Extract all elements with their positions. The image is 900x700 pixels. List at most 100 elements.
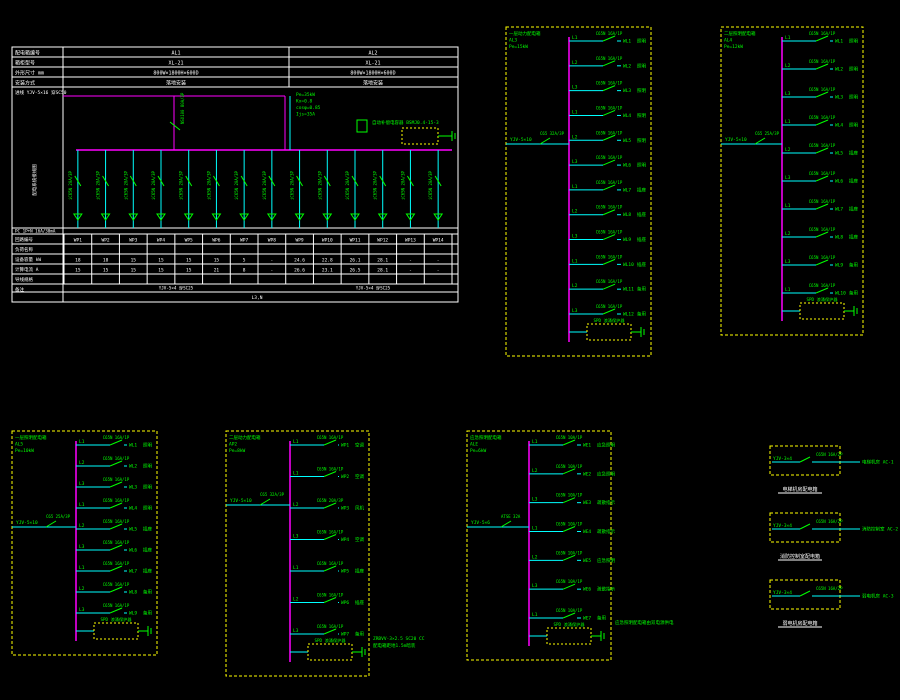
feeder-breaker: [562, 554, 576, 561]
circuit-code: WP5: [185, 238, 193, 244]
feeder-code: WP6: [341, 600, 349, 606]
feeder-breaker: [602, 35, 616, 42]
feeder-breaker: [602, 85, 616, 92]
feeder-destination: 插座: [849, 206, 858, 213]
feeder-code: WL7: [623, 187, 631, 193]
panel-title: 应急照明配电箱: [470, 434, 502, 441]
spd-label: SPD 浪涌保护器: [806, 296, 838, 303]
panel-frame: [505, 26, 652, 357]
feeder-destination: 插座: [637, 186, 646, 193]
capacity-value: -: [409, 259, 412, 264]
feeder-destination: 备用: [143, 610, 152, 617]
feeder-phase: L1: [785, 203, 791, 209]
circuit-code: WP10: [322, 238, 333, 244]
feeder-phase: L3: [79, 481, 85, 487]
spd-box: [307, 643, 353, 661]
feeder-breaker: [602, 184, 616, 191]
current-value: 8: [243, 268, 246, 274]
feeder-code: WL4: [129, 506, 137, 512]
panel-incoming-label: YJV-5×10: [725, 137, 747, 143]
feeder-destination: 备用: [849, 290, 858, 297]
load-arrow: [405, 213, 416, 221]
feeder-breaker-label: iC65N 20A/3P: [123, 171, 128, 200]
panel-incoming-label: YJV-5×6: [471, 520, 490, 526]
feeder-destination: 照明: [849, 95, 858, 101]
table-frame: [11, 46, 459, 303]
feeder-destination: 照明: [849, 123, 858, 129]
feeder-device-label: C65N 16A/1P: [103, 477, 130, 482]
feeder-breaker-label: iC65N 20A/3P: [345, 171, 350, 200]
feeder-breaker-label: iC65N 20A/3P: [151, 171, 156, 200]
feeder-phase: L3: [572, 85, 578, 91]
feeder-destination: 应急照明: [597, 470, 615, 477]
panel-frame: [11, 430, 158, 656]
table-header-label: 外形尺寸 mm: [15, 70, 44, 77]
feeder-device-label: C65N 16A/1P: [317, 593, 344, 598]
current-value: 28.1: [377, 268, 388, 274]
feeder-breaker: [602, 308, 616, 315]
panel-title: ALE: [470, 442, 478, 448]
feeder-code: WL4: [835, 123, 843, 129]
feeder-breaker: [602, 209, 616, 216]
feeder-code: WL6: [835, 179, 843, 185]
current-value: -: [437, 269, 440, 274]
load-arrow: [377, 213, 388, 221]
panel-title: AL3: [509, 38, 517, 44]
cable-row-a: YJV-5×4 穿SC25: [159, 285, 194, 292]
feeder-device-label: C65N 16A/1P: [103, 519, 130, 524]
feeder-destination: 插座: [355, 599, 364, 606]
feeder-phase: L1: [572, 109, 578, 115]
spd-box: [799, 302, 845, 320]
box-breaker: [799, 523, 811, 530]
feeder-code: WL11: [623, 287, 634, 293]
feeder-destination: 空调: [355, 442, 364, 449]
feeder-device-label: C65N 16A/1P: [596, 180, 623, 185]
feeder-breaker: [815, 91, 829, 98]
row-label: 计算电流 A: [15, 266, 39, 273]
circuit-code: WP7: [240, 238, 248, 244]
current-value: 15: [186, 268, 192, 274]
feeder-breaker: [323, 175, 331, 187]
feeder-destination: 备用: [637, 286, 646, 293]
feeder-phase: L2: [572, 209, 578, 215]
feeder-breaker: [109, 439, 123, 446]
feeder-device-label: C65N 16A/1P: [596, 230, 623, 235]
feeder-breaker: [109, 544, 123, 551]
feeder-phase: L1: [785, 35, 791, 41]
load-arrow: [350, 213, 360, 221]
current-value: -: [409, 269, 412, 274]
feeder-breaker: [323, 565, 337, 572]
feeder-destination: 疏散指示: [597, 499, 615, 506]
feeder-breaker: [379, 175, 387, 187]
panel-title: 一层动力配电箱: [509, 30, 541, 37]
feeder-breaker-label: iC65N 20A/3P: [400, 171, 405, 200]
box-caption: 消防控制室配电箱: [780, 553, 820, 560]
feeder-destination: 空调: [355, 473, 364, 480]
feeder-device-label: C65N 16A/1P: [103, 540, 130, 545]
feeder-breaker: [129, 175, 137, 187]
feeder-breaker: [602, 134, 616, 141]
feeder-destination: 应急照明: [597, 442, 615, 449]
circuit-code: WP3: [129, 238, 137, 244]
feeder-phase: L1: [532, 439, 538, 445]
feeder-device-label: C65N 16A/1P: [596, 81, 623, 86]
feeder-breaker: [562, 497, 576, 504]
feeder-code: WE4: [583, 529, 591, 535]
feeder-code: WE6: [583, 587, 591, 593]
load-arrow: [211, 213, 222, 221]
box-destination: 电梯机房 AC-1: [862, 459, 894, 466]
feeder-breaker: [406, 175, 414, 187]
feeder-code: WL9: [129, 611, 137, 617]
panel-title: 二层动力配电箱: [229, 434, 261, 441]
feeder-breaker: [268, 175, 276, 187]
feeder-phase: L3: [785, 91, 791, 97]
feeder-destination: 插座: [637, 211, 646, 218]
load-arrow: [156, 213, 166, 221]
feeder-destination: 照明: [637, 163, 646, 169]
feeder-phase: L1: [79, 565, 85, 571]
feeder-breaker-label: iC65N 20A/3P: [262, 171, 267, 200]
feeder-code: WL1: [623, 39, 631, 45]
